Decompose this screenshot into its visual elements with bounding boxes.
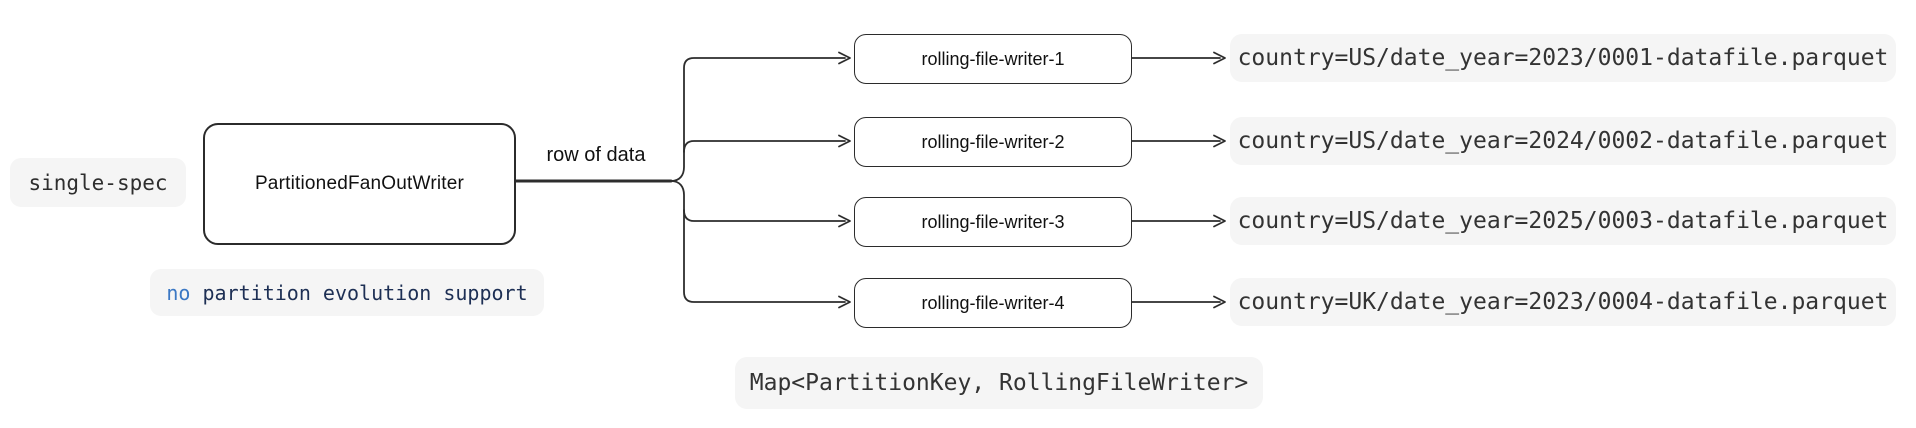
note-highlight-text: no <box>166 280 191 305</box>
partitioned-fanout-writer-node: PartitionedFanOutWriter <box>203 123 516 245</box>
arrowhead-icon <box>1213 295 1226 309</box>
note-no-partition-evolution: no partition evolution support <box>150 269 544 316</box>
arrowhead-icon <box>838 295 851 309</box>
map-type-badge: Map<PartitionKey, RollingFileWriter> <box>735 357 1263 409</box>
single-spec-badge: single-spec <box>10 158 186 207</box>
arrowhead-icon <box>838 134 851 148</box>
rolling-file-writer-node: rolling-file-writer-4 <box>854 278 1132 328</box>
rolling-file-writer-node: rolling-file-writer-3 <box>854 197 1132 247</box>
parquet-file-label: country=US/date_year=2023/0001-datafile.… <box>1230 34 1896 82</box>
edge-label-row-of-data: row of data <box>546 143 646 166</box>
arrowhead-icon <box>838 51 851 65</box>
parquet-file-label: country=UK/date_year=2023/0004-datafile.… <box>1230 278 1896 326</box>
arrowhead-icon <box>838 214 851 228</box>
arrowhead-icon <box>1213 214 1226 228</box>
note-rest-text: partition evolution support <box>190 280 528 305</box>
parquet-file-label: country=US/date_year=2024/0002-datafile.… <box>1230 117 1896 165</box>
arrowhead-icon <box>1213 51 1226 65</box>
parquet-file-label: country=US/date_year=2025/0003-datafile.… <box>1230 197 1896 245</box>
rolling-file-writer-node: rolling-file-writer-2 <box>854 117 1132 167</box>
arrowhead-icon <box>1213 134 1226 148</box>
rolling-file-writer-node: rolling-file-writer-1 <box>854 34 1132 84</box>
